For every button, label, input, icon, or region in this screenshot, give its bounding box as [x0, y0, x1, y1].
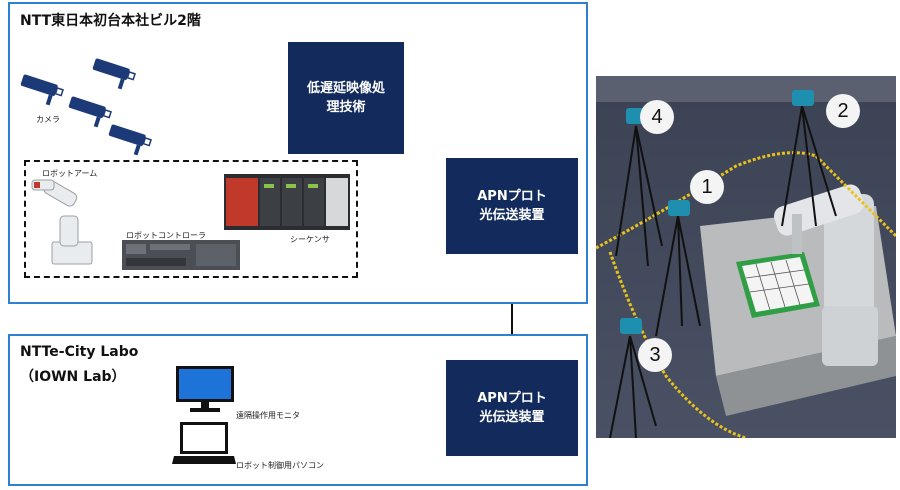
photo-marker-1: 1 [690, 170, 724, 204]
apn-top-line1: APNプロト [477, 189, 547, 204]
processing-box-line2: 理技術 [326, 100, 366, 115]
camera-label: カメラ [36, 115, 60, 124]
laptop-icon [172, 422, 236, 464]
low-latency-video-processing-box: 低遅延映像処 理技術 [288, 42, 404, 154]
processing-box-line1: 低遅延映像処 [306, 81, 385, 96]
apn-bottom-line2: 光伝送装置 [479, 410, 545, 425]
photo-marker-2: 2 [826, 94, 860, 128]
apn-optical-transport-box-top: APNプロト 光伝送装置 [446, 158, 578, 254]
photo-marker-4: 4 [640, 100, 674, 134]
monitor-icon [176, 366, 234, 412]
robot-controller-icon [122, 240, 240, 270]
pc-label: ロボット制御用パソコン [236, 461, 324, 470]
robot-controller-label: ロボットコントローラ [126, 231, 206, 240]
site-title-ecity-line2: （IOWN Lab） [20, 369, 126, 385]
apn-top-line2: 光伝送装置 [479, 208, 545, 223]
robot-arm-icon [31, 179, 93, 265]
site-title-hatsudai: NTT東日本初台本社ビル2階 [20, 13, 201, 29]
camera-icon [20, 58, 152, 156]
robot-arm-label: ロボットアーム [42, 169, 98, 178]
sequencer-label: シーケンサ [290, 235, 330, 244]
apn-optical-transport-box-bottom: APNプロト 光伝送装置 [446, 360, 578, 456]
monitor-label: 遠隔操作用モニタ [236, 411, 300, 420]
site-title-ecity-line1: NTTe-City Labo [20, 344, 139, 360]
lab-photo: 4 2 1 3 [596, 76, 896, 438]
apn-bottom-line1: APNプロト [477, 391, 547, 406]
robot-system-group [24, 160, 358, 278]
sequencer-icon [224, 174, 350, 230]
lab-photo-illustration [596, 76, 896, 438]
photo-marker-3: 3 [638, 338, 672, 372]
